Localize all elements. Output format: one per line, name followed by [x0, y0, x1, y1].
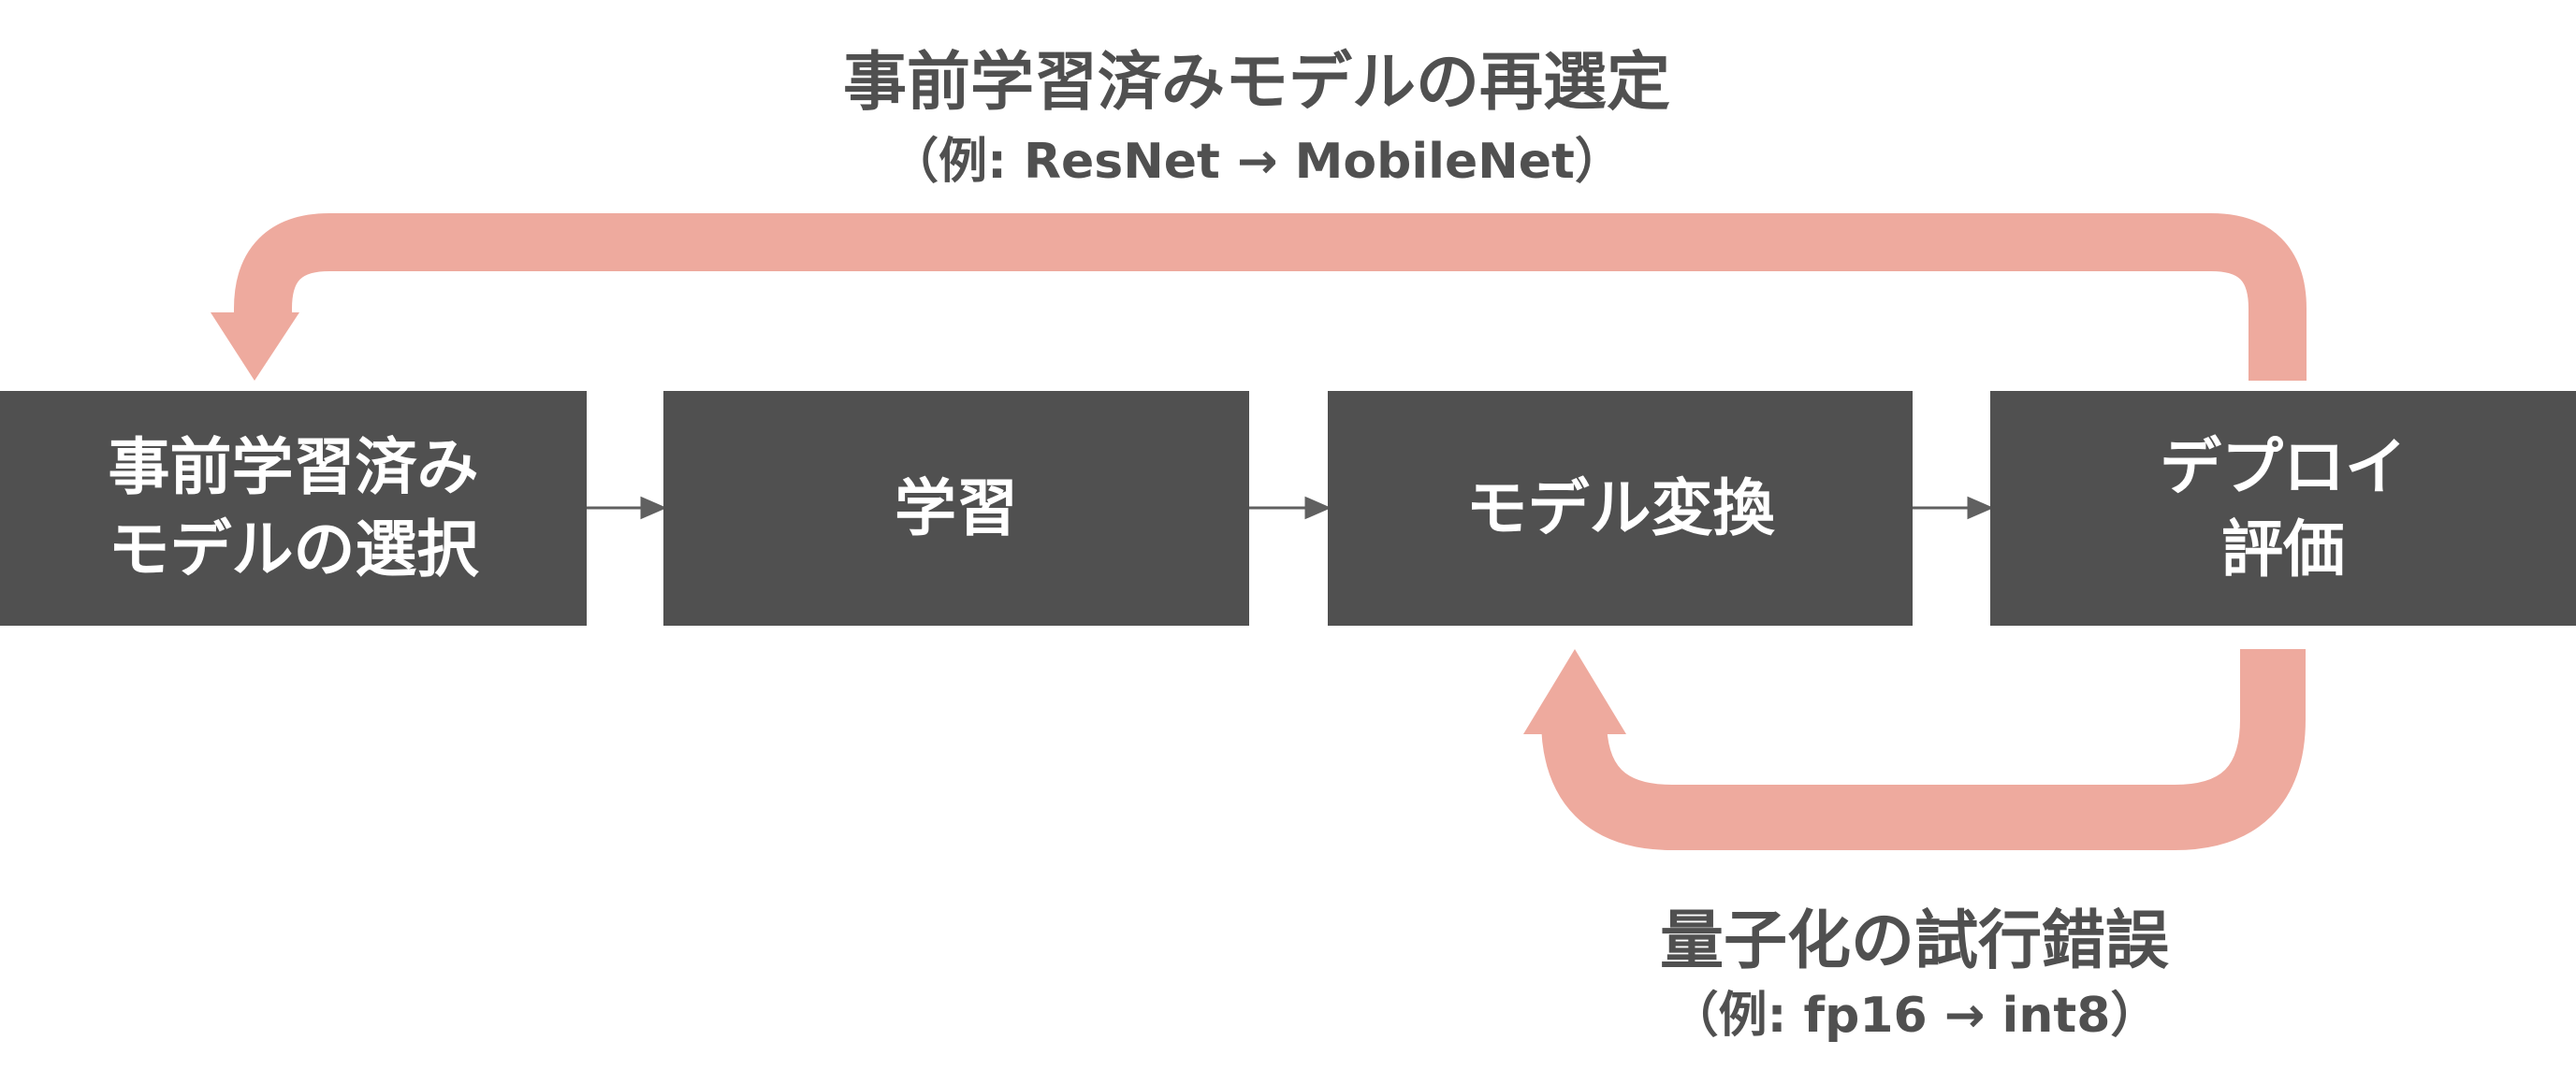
connector-1-2-head	[640, 496, 667, 520]
step-pretrained-model-selection: 事前学習済み モデルの選択	[0, 391, 587, 626]
step-model-conversion: モデル変換	[1328, 391, 1913, 626]
bottom-feedback-arrowhead	[1523, 649, 1626, 734]
top-feedback-arrowhead	[211, 312, 299, 381]
step-label-line2: 評価	[2221, 513, 2345, 585]
bottom-loop-title: 量子化の試行錯誤	[1659, 904, 2170, 978]
connector-3-4-head	[1967, 496, 1994, 520]
top-loop-example: （例: ResNet → MobileNet）	[890, 134, 1623, 190]
top-feedback-arrow	[234, 213, 2307, 381]
connector-2-3-head	[1304, 496, 1332, 520]
step-label-line1: デプロイ	[2160, 430, 2407, 503]
bottom-feedback-arrow	[1541, 649, 2306, 850]
step-label-line1: モデル変換	[1465, 471, 1775, 544]
step-deploy-evaluation: デプロイ 評価	[1990, 391, 2576, 626]
step-label-line1: 学習	[895, 471, 1018, 544]
top-loop-title: 事前学習済みモデルの再選定	[842, 46, 1671, 120]
bottom-loop-example: （例: fp16 → int8）	[1669, 988, 2160, 1044]
step-training: 学習	[663, 391, 1249, 626]
step-label-line1: 事前学習済み	[108, 430, 479, 503]
step-label-line2: モデルの選択	[108, 513, 479, 585]
